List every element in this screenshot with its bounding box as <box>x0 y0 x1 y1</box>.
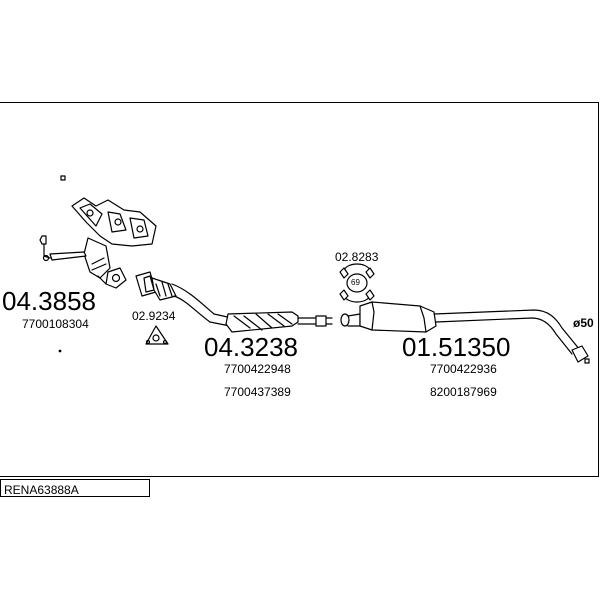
part-ref-front-pipe-2: 7700437389 <box>224 385 291 399</box>
part-number-gasket: 02.9234 <box>132 309 176 323</box>
marker-dot <box>58 349 62 353</box>
marker-square-top <box>60 175 66 181</box>
part-ref-manifold: 7700108304 <box>22 317 89 331</box>
clamp-02-8283 <box>339 263 375 303</box>
part-ref-silencer-1: 7700422936 <box>430 362 497 376</box>
pipe-diameter-label: ø50 <box>573 316 594 330</box>
lambda-sensor <box>39 235 87 262</box>
clamp-badge-oval <box>346 273 368 293</box>
front-pipe-catalyst <box>135 271 333 333</box>
part-ref-silencer-2: 8200187969 <box>430 385 497 399</box>
part-number-clamp: 02.8283 <box>335 250 379 264</box>
diagram-code-box: RENA63888A <box>0 479 150 497</box>
part-number-silencer: 01.51350 <box>402 332 511 362</box>
clamp-badge: 69 <box>351 278 360 287</box>
manifold-gasket <box>105 267 127 289</box>
gasket-02-9234 <box>145 325 169 345</box>
diagram-frame <box>0 102 599 477</box>
part-ref-front-pipe-1: 7700422948 <box>224 362 291 376</box>
part-number-front-pipe: 04.3238 <box>204 332 298 362</box>
exhaust-manifold <box>71 197 157 285</box>
diagram-code: RENA63888A <box>4 483 79 497</box>
marker-square-right <box>584 358 590 364</box>
part-number-manifold: 04.3858 <box>2 286 96 316</box>
rear-silencer-tailpipe <box>340 301 589 363</box>
